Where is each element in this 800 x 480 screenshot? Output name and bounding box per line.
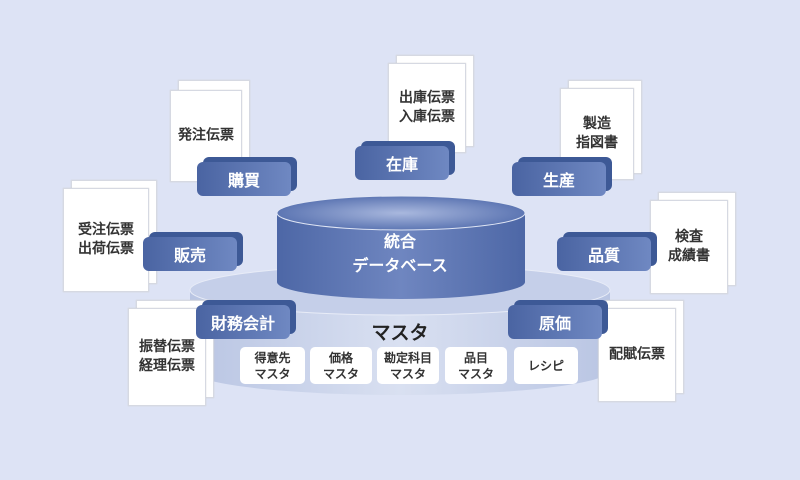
master-account: 勘定科目 マスタ bbox=[377, 347, 439, 384]
module-purchase: 購買 bbox=[197, 157, 297, 196]
master-item: 品目 マスタ bbox=[445, 347, 507, 384]
module-accounting: 財務会計 bbox=[196, 300, 296, 339]
doc-stack-cost: 配賦伝票 bbox=[598, 300, 684, 402]
doc-stack-quality: 検査 成績書 bbox=[650, 192, 738, 294]
integrated-database-cylinder bbox=[276, 195, 526, 299]
module-cost: 原価 bbox=[508, 300, 608, 339]
module-quality: 品質 bbox=[557, 232, 657, 271]
module-production: 生産 bbox=[512, 157, 612, 196]
module-inventory: 在庫 bbox=[355, 141, 455, 180]
database-label: 統合データベース bbox=[352, 232, 448, 275]
master-customer: 得意先 マスタ bbox=[240, 347, 305, 384]
doc-stack-accounting: 振替伝票 経理伝票 bbox=[128, 300, 214, 406]
master-title: マスタ bbox=[371, 322, 429, 344]
doc-stack-sales: 受注伝票 出荷伝票 bbox=[63, 180, 157, 292]
master-price: 価格 マスタ bbox=[310, 347, 372, 384]
master-recipe: レシピ bbox=[514, 347, 578, 384]
module-sales: 販売 bbox=[143, 232, 243, 271]
doc-stack-inventory: 出庫伝票 入庫伝票 bbox=[388, 55, 474, 153]
